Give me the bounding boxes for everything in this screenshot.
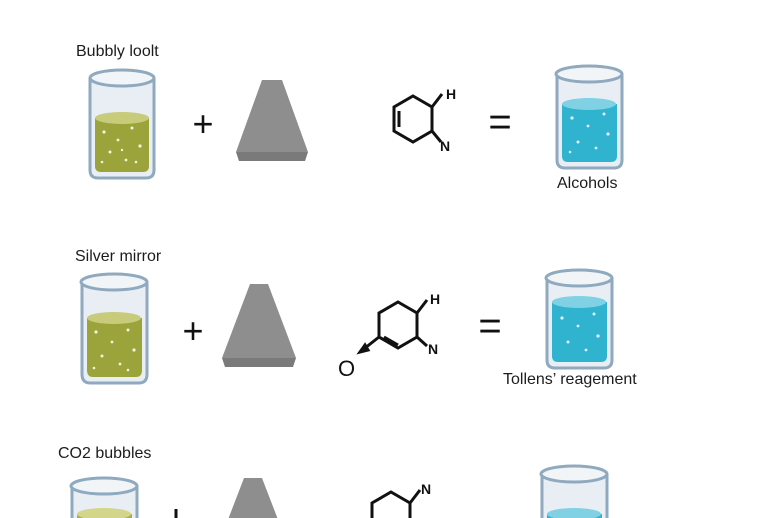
molecule [370,489,422,518]
left-beaker [79,272,149,385]
row-3: N [69,464,609,518]
right-beaker [539,464,609,518]
atom-label-h: H [430,291,440,307]
plus-sign: + [192,103,213,144]
right-beaker [544,268,614,370]
row-2: + H N O = [79,268,614,385]
cone-flask [236,80,308,161]
molecule [392,93,444,144]
row-1: + H N = [88,64,624,180]
product-label: Tollens’ reagement [503,371,637,388]
atom-label-n: N [428,341,438,357]
right-beaker [554,64,624,170]
equals-sign: = [478,304,501,348]
plus-sign: + [182,310,203,351]
product-label: Alcohols [557,175,618,192]
equals-sign: = [488,100,511,144]
cone-flask [222,284,296,367]
molecule [356,299,429,355]
row-title: Bubbly loolt [76,43,159,60]
atom-label-n: N [421,481,431,497]
atom-label-n: N [440,138,450,154]
left-beaker [69,476,139,518]
atom-label-h: H [446,86,456,102]
cone-flask [228,478,278,518]
left-beaker [88,68,156,180]
atom-label-o: O [338,356,355,381]
row-title: CO2 bubbles [58,445,152,462]
row-title: Silver mirror [75,248,162,265]
